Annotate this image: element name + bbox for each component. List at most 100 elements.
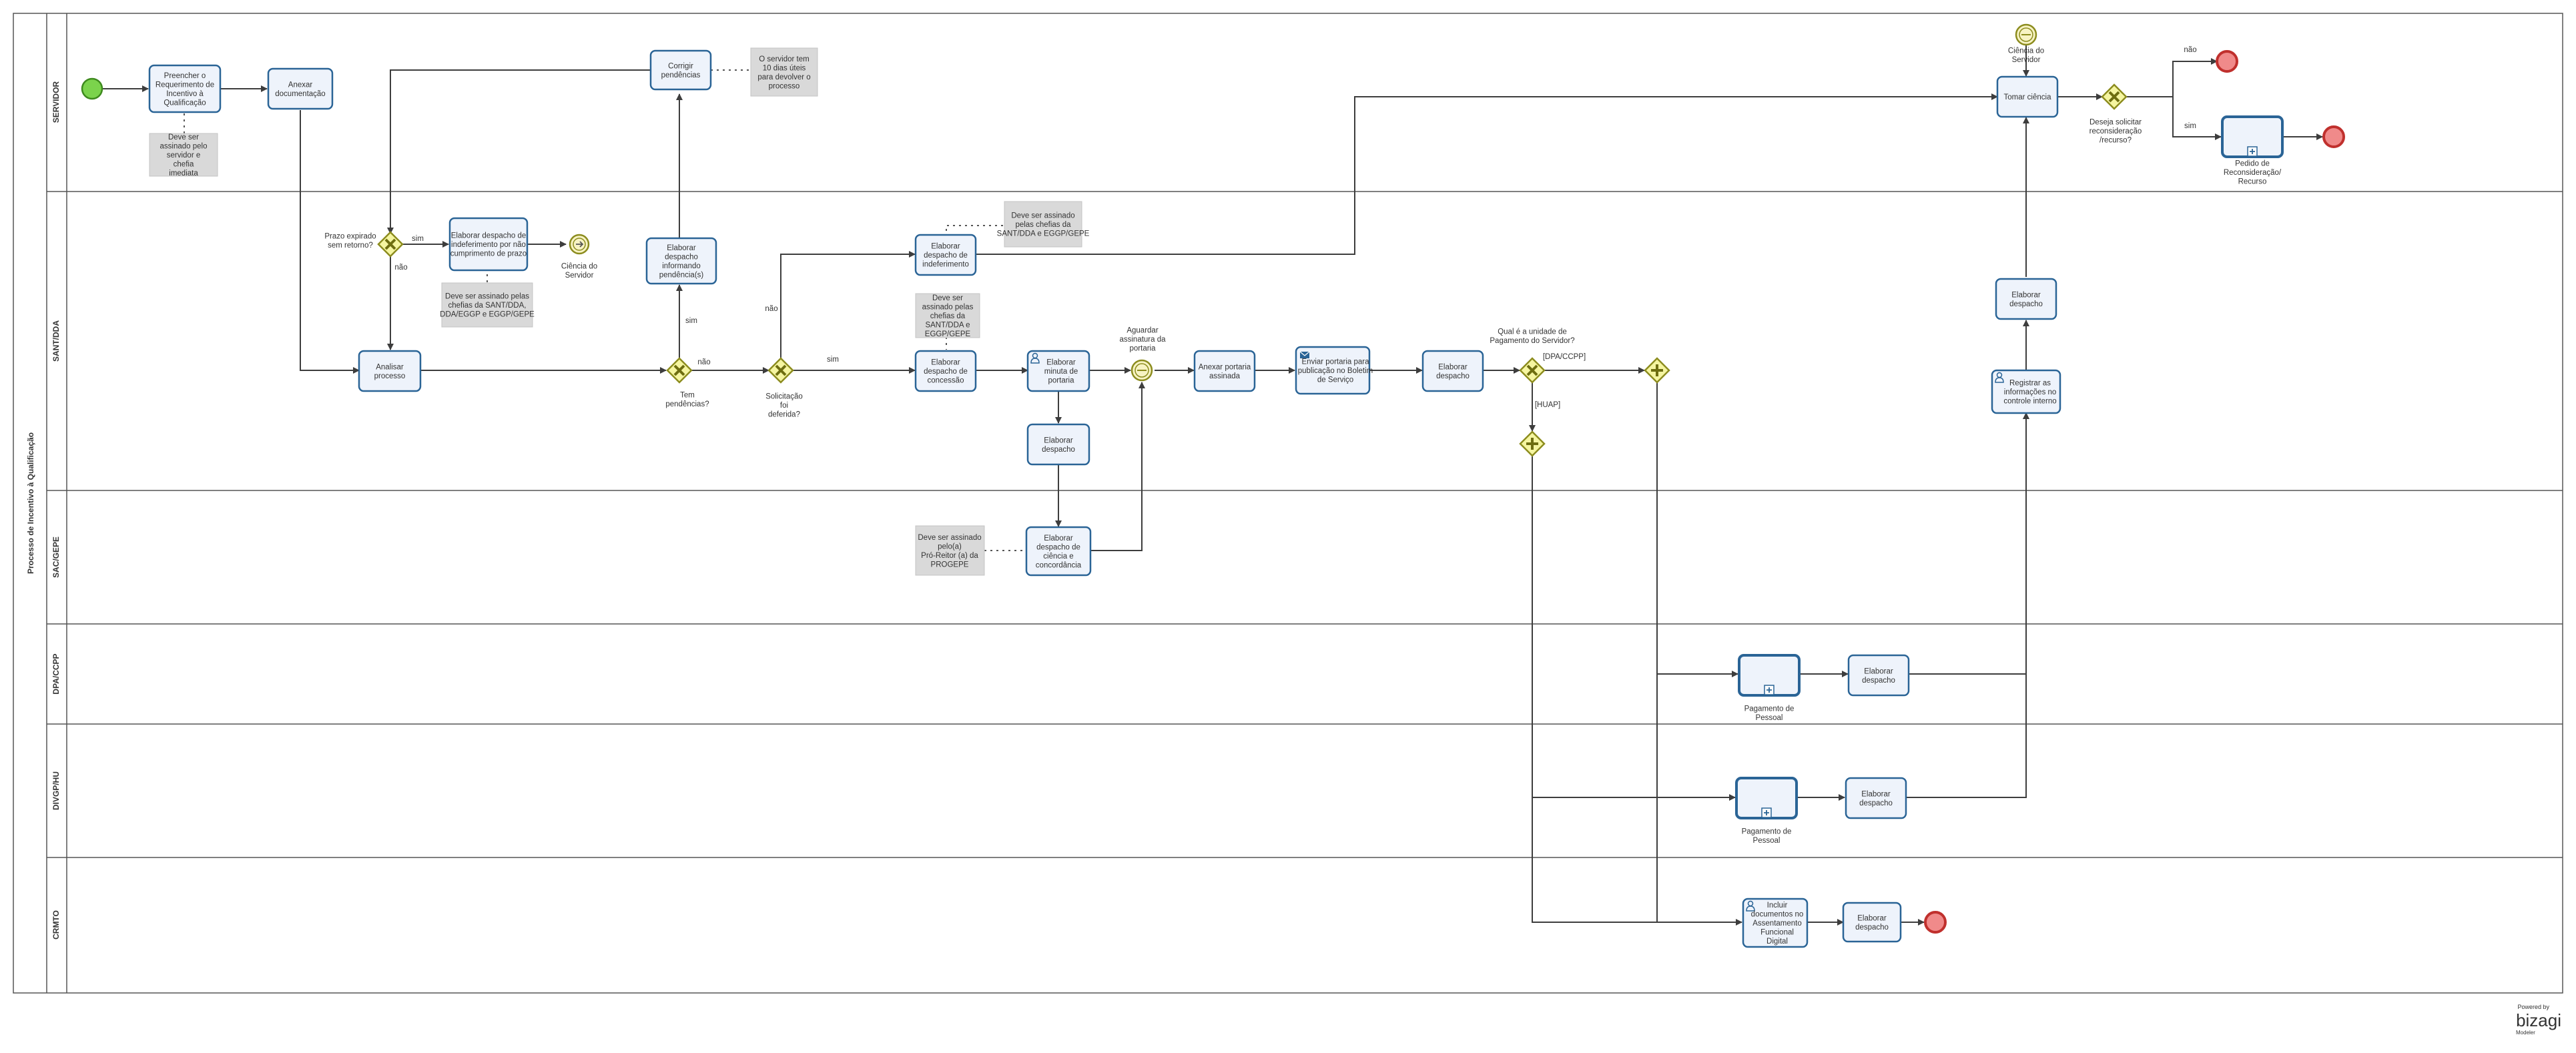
flow-label-dpa-ccpp: [DPA/CCPP]	[1543, 353, 1586, 361]
user-task-icon	[1030, 352, 1040, 364]
task-elaborar-despacho-concessao[interactable]	[914, 350, 977, 392]
lane-crmto: CRMTO	[51, 910, 61, 940]
lane-dpa-ccpp: DPA/CCPP	[51, 653, 61, 694]
bizagi-wordmark: bizagi	[2516, 1010, 2561, 1030]
annotation-assinado-sant-dda-1	[441, 282, 533, 328]
annotation-assinado-sant-dda-3	[915, 293, 980, 338]
flow-label-huap: [HUAP]	[1535, 401, 1560, 409]
task-corrigir-pendencias[interactable]	[649, 49, 712, 91]
annotation-assinado-sant-dda-2	[1004, 201, 1082, 248]
gateway-deseja-recurso[interactable]	[2101, 83, 2128, 110]
sequence-flows	[102, 45, 2323, 926]
task-preencher-requerimento[interactable]	[148, 64, 222, 113]
task-elaborar-despacho-sant-2[interactable]	[1026, 423, 1090, 466]
gateway-qual-unidade[interactable]	[1519, 357, 1546, 384]
subprocess-pagamento-hu[interactable]	[1735, 777, 1798, 819]
flow-label-nao-defer: não	[765, 305, 777, 313]
task-incluir-documentos[interactable]	[1742, 898, 1809, 948]
task-elaborar-despacho-sant-3[interactable]	[1421, 350, 1484, 392]
user-task-icon	[1746, 900, 1755, 912]
task-anexar-documentacao[interactable]	[267, 67, 334, 110]
lane-servidor: SERVIDOR	[51, 81, 61, 123]
bizagi-logo: Powered by bizagi Modeler	[2516, 1004, 2561, 1036]
task-registrar-informacoes[interactable]	[1991, 369, 2061, 414]
lane-sac-gepe: SAC/GEPE	[51, 537, 61, 578]
task-elaborar-despacho-hu[interactable]	[1845, 777, 1907, 819]
flow-label-sim-pend: sim	[685, 317, 697, 325]
task-anexar-portaria[interactable]	[1193, 350, 1256, 392]
task-elaborar-despacho-sant-right[interactable]	[1995, 278, 2057, 320]
flow-label-sim-prazo: sim	[412, 235, 424, 243]
end-event-nao[interactable]	[2216, 50, 2238, 73]
lane-sant-dda: SANT/DDA	[51, 320, 61, 362]
flow-label-nao-prazo: não	[394, 264, 407, 272]
task-label-tomar-ciencia: Tomar ciência	[2004, 93, 2052, 101]
task-elaborar-despacho-indeferimento[interactable]	[914, 234, 977, 276]
modeler-text: Modeler	[2516, 1030, 2535, 1036]
task-tomar-ciencia[interactable]	[1996, 75, 2059, 118]
flow-label-nao-recurso: não	[2184, 46, 2196, 54]
start-event[interactable]	[81, 77, 103, 100]
task-enviar-portaria[interactable]	[1295, 346, 1371, 395]
flow-label-sim-recurso: sim	[2184, 122, 2196, 130]
task-elaborar-ciencia-concordancia[interactable]	[1025, 526, 1092, 577]
gateway-prazo-expirado[interactable]	[377, 231, 404, 258]
gateway-solicitacao-deferida[interactable]	[767, 357, 794, 384]
task-elaborar-despacho-crmto[interactable]	[1842, 902, 1902, 943]
end-event-recurso[interactable]	[2322, 125, 2345, 148]
task-elaborar-despacho-pendencias[interactable]	[645, 237, 717, 285]
powered-by-text: Powered by	[2517, 1004, 2549, 1010]
annotation-assinado-pro-reitor	[915, 525, 985, 576]
task-elaborar-minuta-portaria[interactable]	[1026, 350, 1090, 392]
flow-label-nao-pend: não	[697, 358, 710, 366]
gateway-tem-pendencias[interactable]	[666, 357, 693, 384]
subprocess-pedido-reconsideracao[interactable]	[2221, 115, 2284, 158]
task-analisar-processo[interactable]	[358, 350, 422, 392]
associations	[184, 69, 1028, 551]
pool	[13, 13, 2563, 994]
user-task-icon	[1995, 372, 2004, 383]
task-elaborar-despacho-dpa[interactable]	[1847, 654, 1910, 697]
pool-title: Processo de Incentivo à Qualificação	[26, 432, 35, 574]
task-elaborar-indeferimento-prazo[interactable]	[448, 217, 529, 272]
subprocess-pagamento-dpa[interactable]	[1738, 654, 1801, 697]
annotation-servidor-assinado	[149, 133, 218, 177]
gateway-parallel-dpa[interactable]	[1644, 357, 1670, 384]
end-event-crmto[interactable]	[1924, 911, 1947, 934]
gateway-parallel-huap[interactable]	[1519, 430, 1546, 457]
